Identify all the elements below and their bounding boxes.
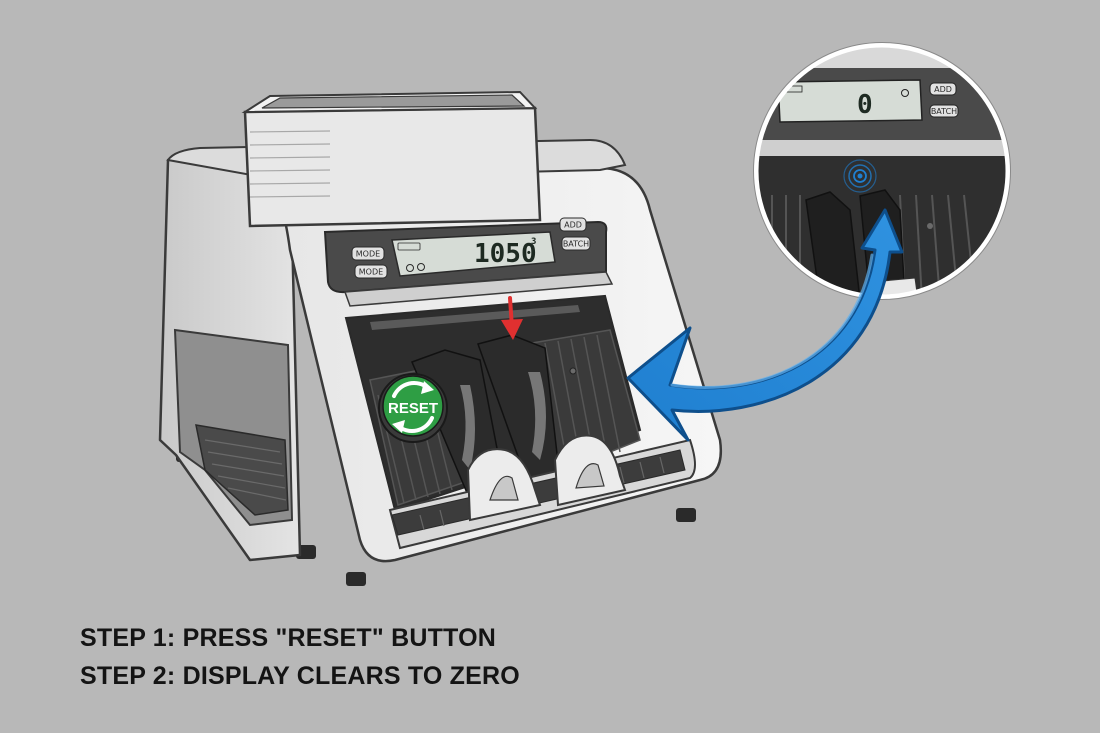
batch-button-label: BATCH xyxy=(563,240,589,249)
money-counter-machine: MODE MODE 1050 3 ADD BATCH xyxy=(158,90,723,586)
inset-lcd-count: 0 xyxy=(857,90,873,120)
inset-batch-button-label: BATCH xyxy=(931,107,957,116)
control-panel-lip xyxy=(343,271,614,307)
lcd-display: 1050 3 xyxy=(391,231,556,277)
lcd-superscript: 3 xyxy=(531,237,536,247)
mode-button-2[interactable]: MODE xyxy=(354,264,388,279)
add-button[interactable]: ADD xyxy=(559,217,587,232)
foot xyxy=(676,508,696,522)
mode-button[interactable]: MODE xyxy=(351,246,385,261)
bill-slot-top-edge xyxy=(370,305,580,330)
reset-button-label: RESET xyxy=(388,400,438,417)
inset-batch-button[interactable]: BATCH xyxy=(929,104,959,118)
add-button-label: ADD xyxy=(564,221,582,230)
hopper-front xyxy=(243,106,542,228)
batch-button[interactable]: BATCH xyxy=(561,236,591,251)
step-1-caption: STEP 1: PRESS "RESET" BUTTON xyxy=(80,624,496,652)
blue-curved-arrow xyxy=(626,208,904,442)
lcd-count: 1050 xyxy=(474,239,537,269)
mode-button-label: MODE xyxy=(356,250,380,259)
zoom-inset: 0 ADD BATCH xyxy=(753,42,1011,300)
sensor-target-icon xyxy=(843,159,877,193)
step-2-caption: STEP 2: DISPLAY CLEARS TO ZERO xyxy=(80,662,520,690)
inset-add-button[interactable]: ADD xyxy=(929,82,957,96)
mode-button-2-label: MODE xyxy=(359,268,383,277)
reset-button[interactable]: RESET xyxy=(378,373,448,443)
left-side-opening xyxy=(195,424,289,516)
foot xyxy=(346,572,366,586)
inset-add-button-label: ADD xyxy=(934,85,952,94)
hopper-inside xyxy=(261,94,526,109)
red-indicator-arrow xyxy=(501,296,523,340)
